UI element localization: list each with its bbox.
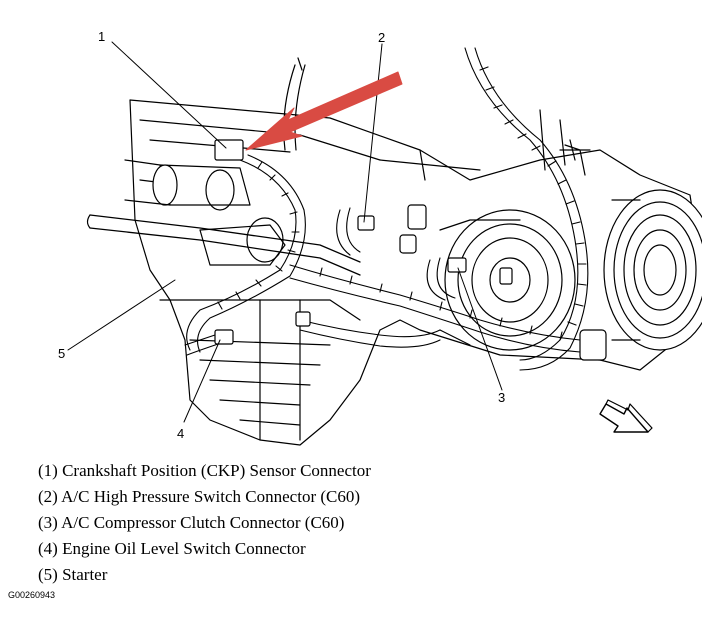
legend-item: (5) Starter (38, 565, 108, 584)
callout-2: 2 (378, 30, 386, 45)
wiring-harness (184, 47, 589, 371)
connectors (214, 139, 607, 361)
legend-item: (1) Crankshaft Position (CKP) Sensor Con… (38, 461, 371, 480)
figure-id: G00260943 (8, 590, 56, 600)
legend-item: (2) A/C High Pressure Switch Connector (… (38, 487, 361, 506)
pipes (86, 57, 361, 276)
direction-arrow-icon (599, 399, 653, 433)
callout-4: 4 (177, 426, 185, 441)
oil-level-switch-connector (214, 329, 234, 345)
ac-compressor-clutch-connector (447, 257, 467, 273)
callout-5: 5 (58, 346, 66, 361)
ckp-sensor-connector (214, 139, 244, 161)
engine-diagram (67, 41, 702, 446)
engine-block (129, 99, 701, 446)
callout-1: 1 (98, 29, 106, 44)
pulley (603, 189, 702, 351)
legend-item: (3) A/C Compressor Clutch Connector (C60… (38, 513, 345, 532)
callout-3: 3 (498, 390, 506, 405)
highlight-arrow (245, 71, 403, 151)
legend-item: (4) Engine Oil Level Switch Connector (38, 539, 306, 558)
starter-motor (124, 159, 286, 266)
legend: (1) Crankshaft Position (CKP) Sensor Con… (38, 458, 371, 588)
ac-high-pressure-switch-connector (357, 215, 375, 231)
leader-lines (67, 41, 503, 423)
